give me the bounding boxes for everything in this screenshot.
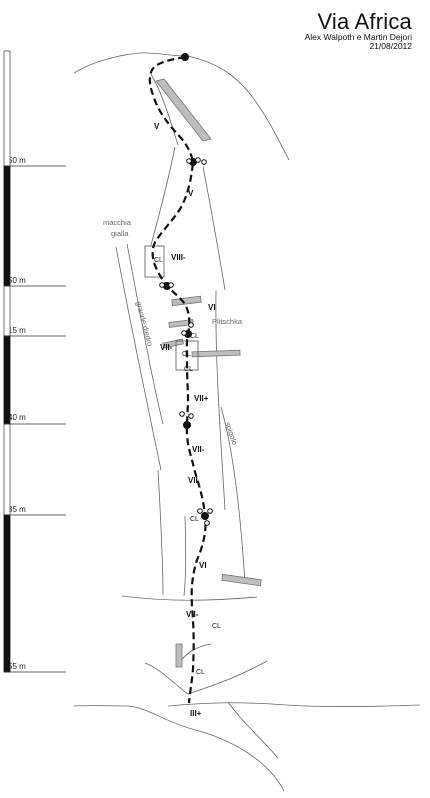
grade-label-7: VII- [192, 445, 205, 454]
feature-label-plitschka: Plitschka [212, 317, 243, 326]
summit-outline [73, 52, 189, 74]
ground-line-right [167, 702, 421, 707]
topo-title: Via Africa [317, 9, 412, 34]
scale-segment-1 [3, 50, 11, 167]
scale-label-2: 50 m [8, 276, 26, 285]
belay-station-4 [183, 421, 191, 429]
base-ledge-line [121, 595, 258, 601]
cl-label-5: CL [190, 516, 199, 523]
lower-left-wall [157, 469, 164, 596]
lower-center-face [183, 515, 187, 597]
grade-label-10: VII- [186, 610, 199, 619]
feature-label-grande-diedro: grande diedro [134, 300, 155, 347]
base-crack [227, 701, 279, 759]
belay-station-top [181, 53, 189, 61]
title-block: Via Africa Alex Walpoth e Martin Dejori … [305, 10, 412, 51]
summit-right-edge [187, 55, 290, 161]
scale-segment-3 [3, 285, 11, 337]
topo-date: 21/08/2012 [369, 41, 412, 52]
roof-mark-2 [168, 319, 194, 328]
right-buttress-1 [215, 290, 226, 511]
scale-segment-2 [3, 165, 11, 287]
scale-segment-5 [3, 423, 11, 516]
feature-label-spigolo: spigolo [223, 421, 239, 446]
grade-label-2: V [188, 189, 194, 198]
upper-slab-mark [155, 78, 212, 142]
grade-label-5: VII- [160, 343, 173, 352]
rock-outlines [73, 52, 421, 792]
upper-ridge-left [150, 73, 179, 146]
scale-segment-4 [3, 335, 11, 425]
grade-label-4: VI [208, 303, 216, 312]
bolt-markers [159, 157, 213, 526]
grade-label-11: III+ [190, 709, 202, 718]
climbing-route-line [148, 55, 207, 704]
roof-mark-4 [221, 573, 262, 587]
scale-segment-6 [3, 514, 11, 673]
feature-label-gialla: gialla [111, 229, 129, 238]
roof-mark-6 [175, 643, 183, 668]
grade-label-6: VII+ [194, 394, 209, 403]
scale-label-6: 55 m [8, 662, 26, 671]
scale-label-5: 35 m [8, 505, 26, 514]
belay-station-5 [201, 512, 209, 520]
grade-label-8: VII [188, 476, 198, 485]
base-block-left [144, 662, 189, 695]
roof-mark-1 [171, 295, 202, 307]
cl-label-2: CL [190, 333, 199, 340]
scale-label-4: 40 m [8, 413, 26, 422]
ground-line-left [73, 705, 285, 792]
cl-label-4: CL [184, 366, 193, 373]
upper-left-face [150, 146, 176, 246]
scale-label-1: 50 m [8, 156, 26, 165]
cl-label-1: CL [154, 257, 163, 264]
cl-label-6: CL [212, 623, 221, 630]
scale-label-3: 15 m [8, 326, 26, 335]
grade-label-9: VI [199, 561, 207, 570]
cl-label-7: CL [196, 669, 205, 676]
height-scale-bar [3, 50, 66, 673]
roof-mark-5 [191, 349, 241, 358]
upper-right-face [202, 166, 226, 291]
left-wall-outline [115, 246, 162, 471]
topo-authors: Alex Walpoth e Martin Dejori [304, 32, 412, 43]
base-block-right [187, 660, 268, 695]
feature-label-macchia: macchia [103, 218, 132, 227]
cl-label-3: CL [182, 351, 191, 358]
grade-label-3: VIII- [171, 253, 186, 262]
right-buttress-2 [220, 406, 246, 583]
roof-markers [155, 78, 262, 668]
grade-label-1: V [154, 122, 160, 131]
grande-diedro-line [126, 243, 164, 425]
